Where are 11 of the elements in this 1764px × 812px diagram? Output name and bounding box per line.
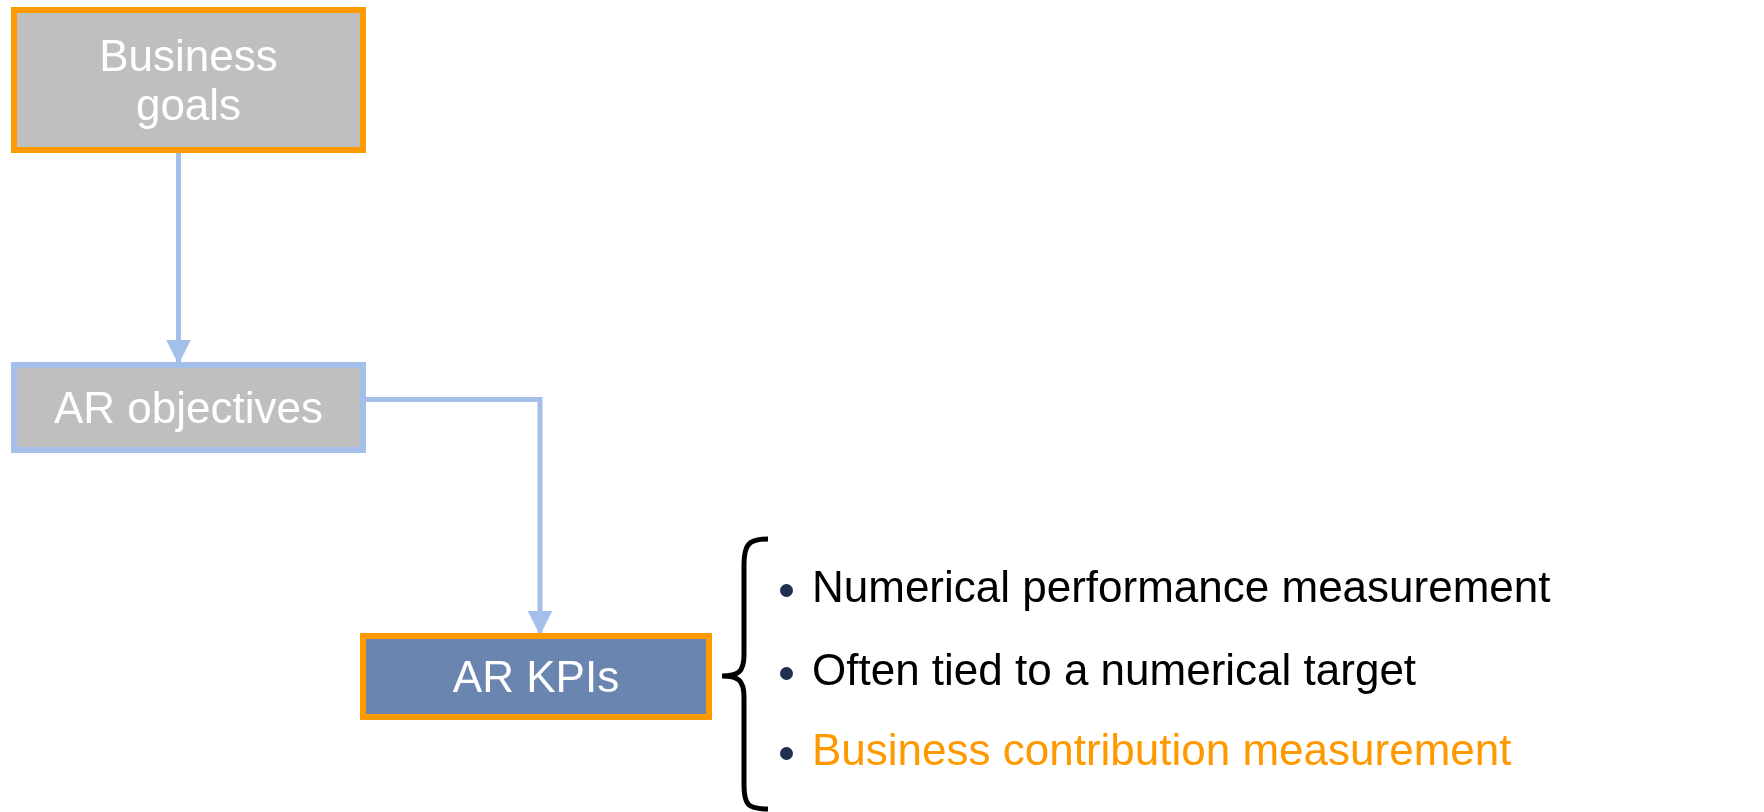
box-label: AR objectives (54, 382, 323, 433)
process-box (11, 362, 366, 453)
arrow (166, 153, 191, 365)
box-label: AR KPIs (452, 651, 620, 702)
bullet-text: Numerical performance measurement (812, 562, 1551, 612)
arrow (366, 397, 553, 636)
process-box (11, 7, 366, 153)
bullet-text: Business contribution measurement (812, 725, 1512, 775)
box-label: Business goals (98, 30, 279, 130)
process-box (360, 633, 712, 720)
bullet-text: Often tied to a numerical target (812, 645, 1417, 695)
